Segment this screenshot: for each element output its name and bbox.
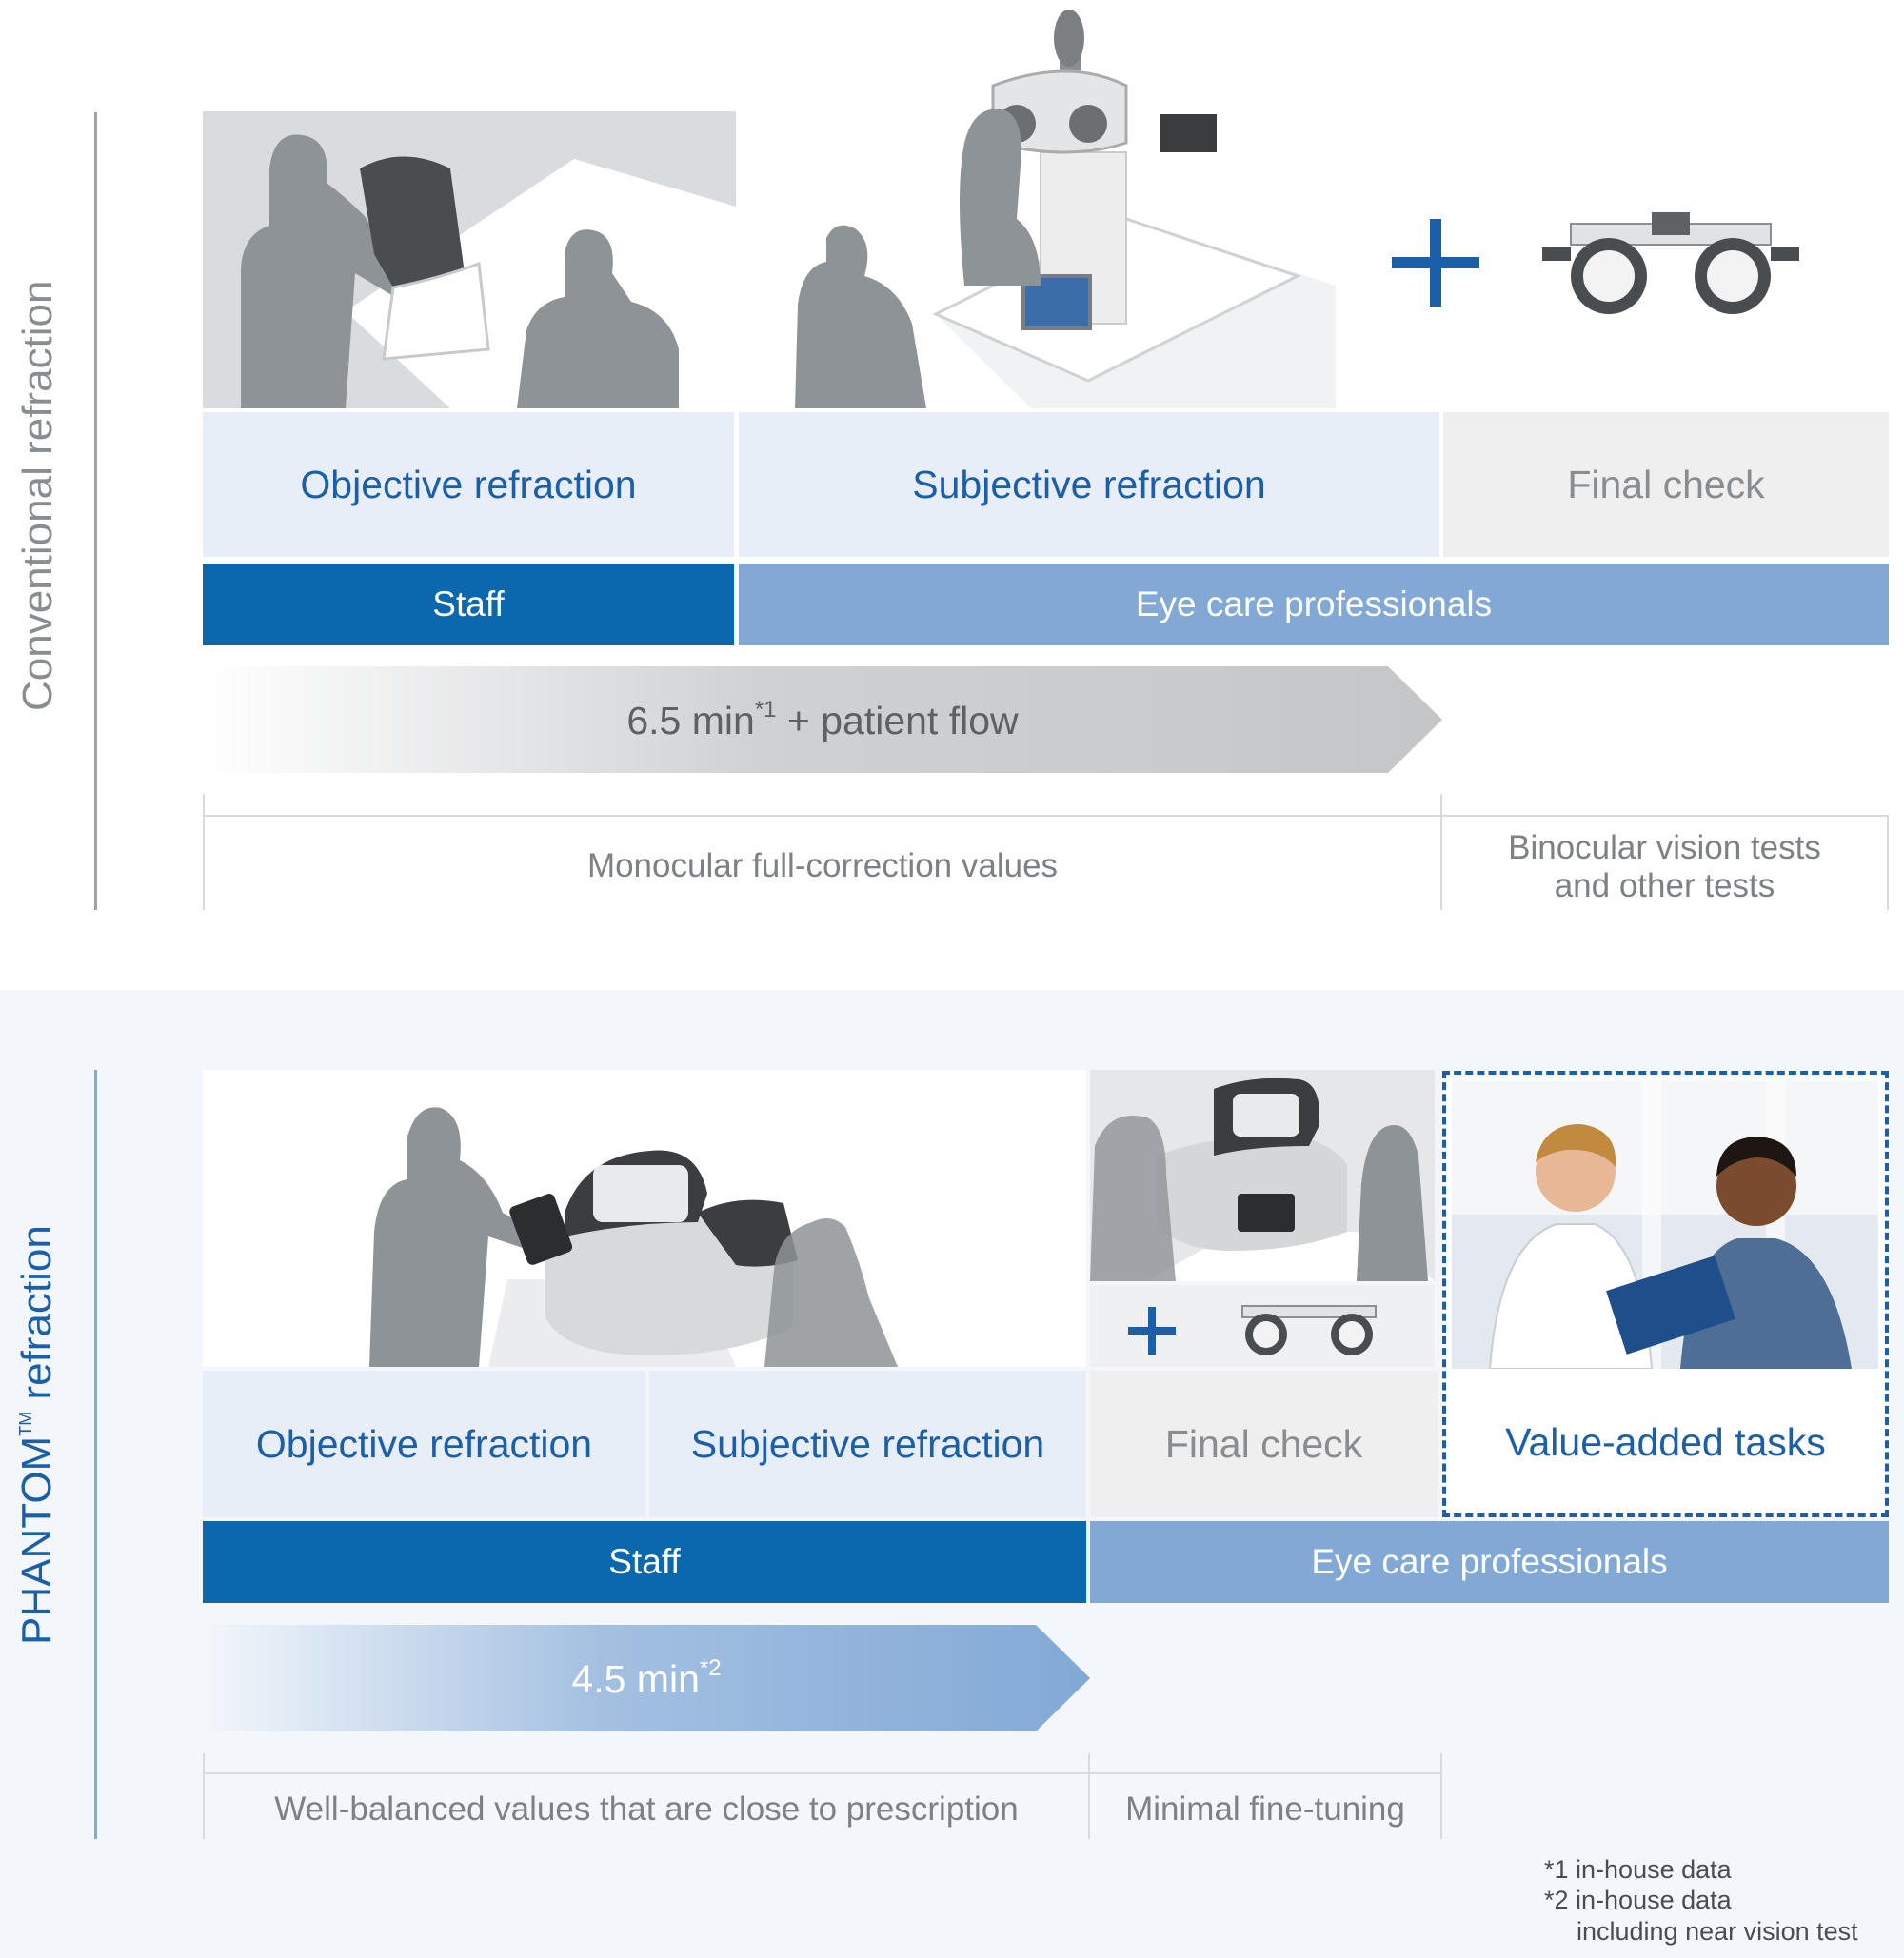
- ph-stage-value-added: Value-added tasks: [1447, 1371, 1884, 1513]
- phantom-final-check-illustration: [1090, 1070, 1435, 1281]
- ph-role-professionals-label: Eye care professionals: [1311, 1542, 1668, 1581]
- conv-role-professionals: Eye care professionals: [739, 564, 1889, 645]
- conv-bracket-mid-tick: [1440, 794, 1442, 910]
- conv-stage-objective-label: Objective refraction: [300, 462, 637, 506]
- trial-frame-icon: [1542, 195, 1799, 319]
- conv-stage-final-check: Final check: [1443, 412, 1889, 557]
- footnote-1: *1 in-house data: [1544, 1855, 1732, 1884]
- ph-time-value: 4.5 min: [571, 1656, 700, 1701]
- footnote-2: *2 in-house data: [1544, 1886, 1732, 1915]
- conv-time-value: 6.5 min: [626, 698, 755, 742]
- ph-note-right: Minimal fine-tuning: [1090, 1776, 1440, 1843]
- ph-bracket-line: [203, 1772, 1442, 1774]
- conv-note-right-line2: and other tests: [1554, 867, 1775, 904]
- conv-bracket-line-right: [1442, 815, 1889, 817]
- conventional-divider: [94, 112, 97, 910]
- footnote-2-cont: including near vision test: [1577, 1916, 1858, 1946]
- conv-time-arrow: [203, 666, 1442, 773]
- phantom-side-label-rest: refraction: [13, 1225, 60, 1412]
- ph-note-right-text: Minimal fine-tuning: [1125, 1790, 1405, 1828]
- ph-stage-objective-label: Objective refraction: [255, 1421, 593, 1466]
- conv-time-footnote-ref: *1: [754, 696, 777, 722]
- conv-stage-objective: Objective refraction: [203, 412, 734, 557]
- phantom-divider: [94, 1070, 97, 1839]
- phoropter-illustration: [783, 0, 1336, 408]
- plus-icon: [1392, 219, 1479, 307]
- conv-note-left-text: Monocular full-correction values: [586, 846, 1059, 884]
- ph-time-label: 4.5 min*2: [203, 1625, 1090, 1731]
- conv-stage-final-check-label: Final check: [1567, 462, 1765, 506]
- phantom-side-label-main: PHANTOM: [13, 1435, 60, 1645]
- conv-time-suffix: + patient flow: [776, 698, 1019, 742]
- value-added-photo: [1452, 1081, 1878, 1369]
- conv-role-staff-label: Staff: [432, 584, 505, 623]
- ph-stage-subjective-label: Subjective refraction: [690, 1421, 1045, 1466]
- conv-stage-subjective: Subjective refraction: [739, 412, 1439, 557]
- conv-note-right: Binocular vision tests and other tests: [1442, 824, 1887, 910]
- autorefractor-illustration: [203, 111, 736, 408]
- ph-time-arrow: [203, 1625, 1090, 1731]
- ph-stage-value-added-label: Value-added tasks: [1505, 1419, 1826, 1464]
- conv-note-right-line1: Binocular vision tests: [1508, 828, 1821, 866]
- ph-stage-final-check-label: Final check: [1164, 1421, 1363, 1466]
- ph-note-left-text: Well-balanced values that are close to p…: [274, 1790, 1019, 1828]
- phantom-side-label: PHANTOMTM refraction: [13, 1225, 63, 1645]
- ph-role-staff: Staff: [203, 1521, 1086, 1603]
- conv-stage-subjective-label: Subjective refraction: [912, 462, 1266, 506]
- ph-bracket-right-tick: [1440, 1753, 1442, 1839]
- conv-bracket-left-tick: [203, 794, 205, 910]
- conv-time-label: 6.5 min*1 + patient flow: [203, 666, 1442, 773]
- conv-role-staff: Staff: [203, 564, 734, 645]
- phantom-final-check-tools: [1090, 1285, 1435, 1367]
- conv-role-professionals-label: Eye care professionals: [1135, 584, 1493, 623]
- conv-bracket-right-tick: [1887, 815, 1889, 910]
- conv-note-left: Monocular full-correction values: [205, 828, 1440, 904]
- ph-stage-subjective: Subjective refraction: [649, 1371, 1086, 1517]
- ph-bracket-left-tick: [203, 1753, 205, 1839]
- conv-bracket-line-left: [203, 815, 1442, 817]
- ph-role-staff-label: Staff: [608, 1542, 681, 1581]
- phantom-side-label-tm: TM: [16, 1411, 35, 1436]
- ph-role-professionals: Eye care professionals: [1090, 1521, 1889, 1603]
- ph-bracket-mid-tick: [1088, 1753, 1090, 1839]
- ph-time-footnote-ref: *2: [699, 1654, 722, 1681]
- ph-note-left: Well-balanced values that are close to p…: [205, 1776, 1088, 1843]
- phantom-device-illustration: [203, 1070, 1086, 1367]
- ph-stage-final-check: Final check: [1090, 1371, 1438, 1517]
- conventional-side-label: Conventional refraction: [14, 280, 61, 711]
- footnotes: *1 in-house data *2 in-house data includ…: [1544, 1854, 1896, 1947]
- ph-stage-objective: Objective refraction: [203, 1371, 645, 1517]
